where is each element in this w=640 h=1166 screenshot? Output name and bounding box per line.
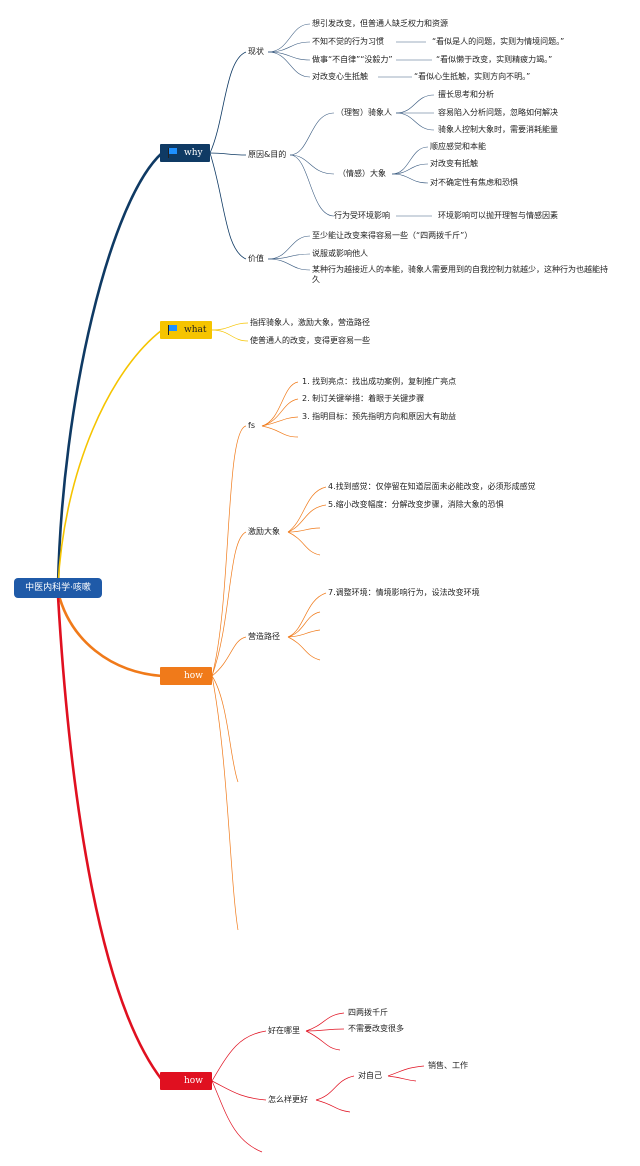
node-status-note[interactable]: “看似是人的问题，实则为情境问题。” <box>432 37 565 46</box>
node-value-item[interactable]: 说服或影响他人 <box>312 249 368 258</box>
node-status-note[interactable]: “看似懒于改变，实则精疲力竭。” <box>436 55 553 64</box>
node-good-item[interactable]: 四两拨千斤 <box>348 1008 388 1017</box>
node-cause[interactable]: 原因&目的 <box>248 150 287 159</box>
flag-icon <box>168 148 178 158</box>
node-fs-item[interactable]: 3. 指明目标：预先指明方向和原因大有助益 <box>302 412 457 421</box>
branch-why-label: why <box>184 148 203 158</box>
node-self[interactable]: 对自己 <box>358 1071 382 1080</box>
node-fs-item[interactable]: 2. 制订关键举措：着眼于关键步骤 <box>302 394 425 403</box>
branch-why[interactable]: why <box>160 144 210 162</box>
node-better[interactable]: 怎么样更好 <box>268 1095 308 1104</box>
node-elephant-item[interactable]: 对改变有抵触 <box>430 159 478 168</box>
node-good[interactable]: 好在哪里 <box>268 1026 300 1035</box>
trunk-what <box>57 329 163 587</box>
node-motivate[interactable]: 激励大象 <box>248 527 280 536</box>
node-status-item[interactable]: 想引发改变，但普通人缺乏权力和资源 <box>312 19 448 28</box>
branch-how-good[interactable]: how good <box>160 1072 212 1104</box>
branch-what-label: what <box>184 325 207 335</box>
node-rider[interactable]: （理智）骑象人 <box>336 108 392 117</box>
branch-how-label: how <box>184 671 203 681</box>
node-env-note[interactable]: 环境影响可以抛开理智与情感因素 <box>438 211 558 220</box>
trunk-how-good <box>56 595 164 1081</box>
branch-how-good-label: how good <box>184 1076 207 1104</box>
trunk-why <box>56 152 163 587</box>
node-motivate-item[interactable]: 4.找到感觉：仅停留在知道层面未必能改变，必须形成感觉 <box>328 482 536 491</box>
node-value-item[interactable]: 某种行为越接近人的本能，骑象人需要用到的自我控制力就越少，这种行为也越能持久 <box>312 265 608 284</box>
trunk-how <box>56 591 163 678</box>
node-self-item[interactable]: 销售、工作 <box>428 1061 468 1070</box>
flag-icon <box>168 325 178 335</box>
node-path[interactable]: 营造路径 <box>248 632 280 641</box>
branch-how[interactable]: how <box>160 667 212 685</box>
branch-what[interactable]: what <box>160 321 212 339</box>
node-rider-item[interactable]: 容易陷入分析问题，忽略如何解决 <box>438 108 558 117</box>
node-rider-item[interactable]: 骑象人控制大象时，需要消耗能量 <box>438 125 558 134</box>
node-fs[interactable]: fs <box>248 421 255 430</box>
node-path-item[interactable]: 7.调整环境：情境影响行为，设法改变环境 <box>328 588 480 597</box>
node-status-note[interactable]: “看似心生抵触，实则方向不明。” <box>414 72 531 81</box>
node-elephant-item[interactable]: 顺应感觉和本能 <box>430 142 486 151</box>
node-what-item[interactable]: 使普通人的改变，变得更容易一些 <box>250 336 370 345</box>
node-status-item[interactable]: 对改变心生抵触 <box>312 72 368 81</box>
node-value[interactable]: 价值 <box>248 254 264 263</box>
node-env[interactable]: 行为受环境影响 <box>334 211 390 220</box>
node-rider-item[interactable]: 擅长思考和分析 <box>438 90 494 99</box>
node-good-item[interactable]: 不需要改变很多 <box>348 1024 404 1033</box>
node-status-item[interactable]: 不知不觉的行为习惯 <box>312 37 384 46</box>
node-elephant[interactable]: （情感）大象 <box>338 169 386 178</box>
node-value-item[interactable]: 至少能让改变来得容易一些（“四两拨千斤”） <box>312 231 473 240</box>
node-what-item[interactable]: 指挥骑象人，激励大象，营造路径 <box>250 318 370 327</box>
node-fs-item[interactable]: 1. 找到亮点：找出成功案例，复制推广亮点 <box>302 377 457 386</box>
node-elephant-item[interactable]: 对不确定性有焦虑和恐惧 <box>430 178 518 187</box>
node-status[interactable]: 现状 <box>248 47 264 56</box>
root-topic[interactable]: 中医内科学·咳嗽 <box>14 578 102 598</box>
node-status-item[interactable]: 做事“不自律”“没毅力” <box>312 55 393 64</box>
node-motivate-item[interactable]: 5.缩小改变幅度：分解改变步骤，消除大象的恐惧 <box>328 500 504 509</box>
